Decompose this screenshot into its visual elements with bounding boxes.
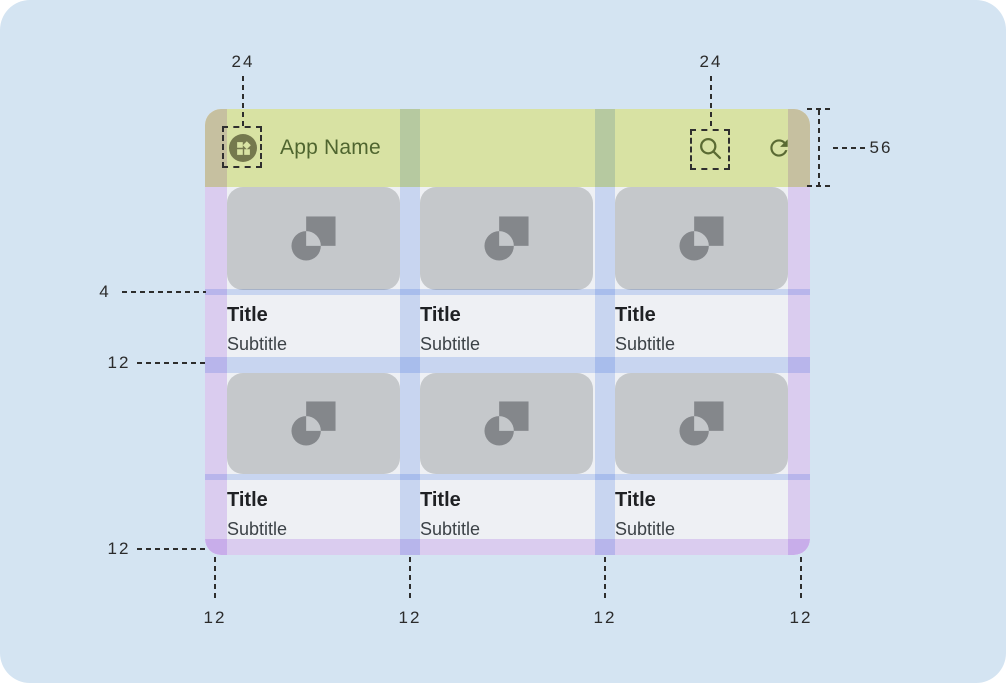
- card-image[interactable]: [420, 187, 593, 290]
- card-image[interactable]: [615, 373, 788, 474]
- card-text[interactable]: Title Subtitle: [420, 295, 593, 356]
- measurement-line: [214, 557, 216, 602]
- card-text[interactable]: Title Subtitle: [227, 480, 400, 541]
- app-mockup: App Name Title Sub: [205, 109, 810, 555]
- image-placeholder-icon: [291, 401, 336, 446]
- card-image[interactable]: [227, 187, 400, 290]
- measurement-line: [137, 362, 206, 364]
- row-gap-overlay: [205, 357, 810, 373]
- card-title: Title: [615, 304, 656, 326]
- card-subtitle: Subtitle: [615, 334, 676, 354]
- measurement-tick-bottom: [807, 185, 831, 187]
- measurement-label-right-margin: 12: [789, 608, 813, 627]
- card-subtitle: Subtitle: [227, 334, 288, 354]
- measurement-line: [604, 557, 606, 602]
- measurement-line: [122, 291, 206, 293]
- image-placeholder-icon: [679, 401, 724, 446]
- measurement-label-leading-icon: 24: [231, 52, 255, 71]
- image-placeholder-icon: [291, 216, 336, 261]
- image-placeholder-icon: [484, 216, 529, 261]
- image-placeholder-icon: [679, 216, 724, 261]
- measurement-label-row-gap: 12: [107, 353, 131, 372]
- measurement-label-left-margin: 12: [203, 608, 227, 627]
- measurement-line: [833, 147, 865, 149]
- measurement-box-leading-icon: [222, 126, 262, 168]
- card-subtitle: Subtitle: [615, 519, 676, 539]
- card-text[interactable]: Title Subtitle: [227, 295, 400, 356]
- measurement-label-gutter-1: 12: [398, 608, 422, 627]
- card-subtitle: Subtitle: [227, 519, 288, 539]
- card-text[interactable]: Title Subtitle: [615, 295, 788, 356]
- card-subtitle: Subtitle: [420, 334, 481, 354]
- measurement-line: [710, 76, 712, 128]
- measurement-label-bottom-margin: 12: [107, 539, 131, 558]
- refresh-icon[interactable]: [766, 135, 792, 161]
- card-title: Title: [420, 489, 461, 511]
- card-subtitle: Subtitle: [420, 519, 481, 539]
- measurement-tick-top: [807, 108, 831, 110]
- measurement-line: [137, 548, 206, 550]
- card-text[interactable]: Title Subtitle: [420, 480, 593, 541]
- measurement-label-title-gap: 4: [99, 282, 111, 301]
- search-icon[interactable]: [697, 135, 724, 162]
- card-image[interactable]: [420, 373, 593, 474]
- card-text[interactable]: Title Subtitle: [615, 480, 788, 541]
- refresh-icon-glyph: [770, 139, 788, 157]
- measurement-line: [800, 557, 802, 602]
- measurement-line: [242, 76, 244, 127]
- card-title: Title: [227, 304, 268, 326]
- app-bar: App Name: [205, 109, 810, 187]
- image-placeholder-icon: [484, 401, 529, 446]
- measurement-line: [409, 557, 411, 602]
- card-title: Title: [615, 489, 656, 511]
- card-image[interactable]: [615, 187, 788, 290]
- margin-overlay-bottom: [205, 539, 810, 555]
- search-icon-glyph: [700, 138, 722, 160]
- widgets-icon-glyph: [236, 140, 251, 155]
- app-title: App Name: [280, 136, 381, 159]
- measurement-label-search-icon: 24: [699, 52, 723, 71]
- card-title: Title: [420, 304, 461, 326]
- measurement-line: [818, 110, 820, 186]
- measurement-box-search-icon: [690, 129, 730, 170]
- widgets-icon[interactable]: [229, 134, 257, 162]
- card-title: Title: [227, 489, 268, 511]
- card-image[interactable]: [227, 373, 400, 474]
- measurement-label-gutter-2: 12: [593, 608, 617, 627]
- measurement-label-appbar-height: 56: [869, 138, 893, 157]
